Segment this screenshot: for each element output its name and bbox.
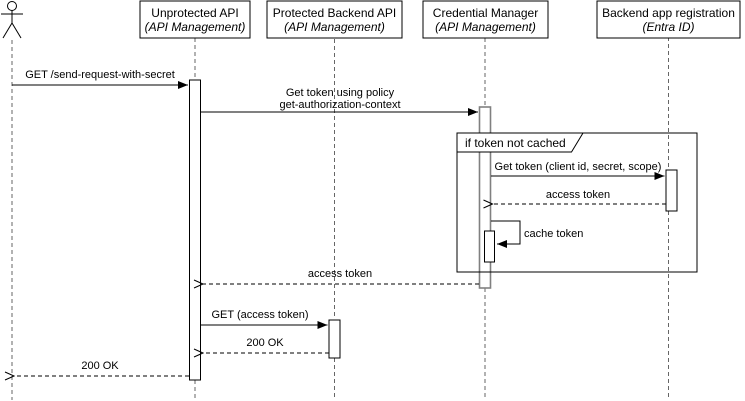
message-cache-token-self: cache token — [491, 220, 583, 248]
message-line — [491, 220, 521, 248]
activation-bars — [189, 79, 678, 381]
message-get-access-token: GET (access token) — [201, 309, 328, 329]
activation-credential-manager — [478, 106, 492, 289]
activation-unprotected-api — [189, 79, 201, 381]
message-access-token-return-outer: access token — [203, 268, 479, 284]
message-200-ok-inner: 200 OK — [203, 337, 329, 353]
fragment-operator-label-shape — [456, 132, 584, 153]
lifelines — [11, 37, 669, 400]
message-label: 200 OK — [246, 337, 284, 349]
participant-protected-backend-api: Protected Backend API (API Management) — [266, 0, 403, 39]
participant-stereotype: (API Management) — [435, 20, 536, 34]
participant-name: Unprotected API — [151, 6, 238, 20]
message-label: Get token (client id, secret, scope) — [495, 161, 662, 173]
participant-name: Credential Manager — [433, 6, 538, 20]
message-label: 200 OK — [81, 360, 119, 372]
participant-box — [266, 0, 403, 39]
message-get-token-client-id-secret-scope: Get token (client id, secret, scope) — [491, 161, 665, 180]
actor-left-leg — [2, 22, 13, 39]
fragment-guard-text: if token not cached — [465, 136, 566, 150]
message-label: GET (access token) — [212, 309, 309, 321]
actor-right-leg — [11, 22, 22, 39]
fragment-if-token-not-cached: if token not cached — [456, 132, 698, 273]
message-label: access token — [546, 189, 610, 201]
message-access-token-return-inner: access token — [493, 189, 666, 204]
participant-stereotype: (Entra ID) — [642, 20, 694, 34]
message-label: access token — [308, 268, 372, 280]
message-200-ok-outer: 200 OK — [14, 360, 189, 376]
participant-name: Protected Backend API — [273, 6, 396, 20]
actor-user-icon — [1, 1, 23, 39]
participant-headers: Unprotected API (API Management) Protect… — [139, 0, 741, 39]
message-label: GET /send-request-with-secret — [25, 69, 175, 81]
activation-cache-token — [484, 230, 495, 263]
activation-protected-backend-api — [328, 319, 341, 359]
participant-credential-manager: Credential Manager (API Management) — [422, 0, 549, 39]
activation-backend-app-registration — [665, 169, 678, 212]
participant-box — [139, 0, 251, 39]
participant-box — [596, 0, 741, 39]
participant-unprotected-api: Unprotected API (API Management) — [139, 0, 251, 39]
message-label: cache token — [524, 228, 583, 240]
actor-head — [7, 1, 17, 11]
participant-stereotype: (API Management) — [145, 20, 246, 34]
message-label-line2: get-authorization-context — [279, 99, 400, 111]
participant-stereotype: (API Management) — [284, 20, 385, 34]
message-label-line1: Get token using policy — [286, 87, 395, 99]
participant-name: Backend app registration — [602, 6, 735, 20]
messages: GET /send-request-with-secret Get token … — [12, 69, 666, 376]
message-get-token-using-policy: Get token using policy get-authorization… — [201, 87, 478, 116]
message-get-send-request-with-secret: GET /send-request-with-secret — [12, 69, 188, 89]
participant-backend-app-registration: Backend app registration (Entra ID) — [596, 0, 741, 39]
participant-box — [422, 0, 549, 39]
